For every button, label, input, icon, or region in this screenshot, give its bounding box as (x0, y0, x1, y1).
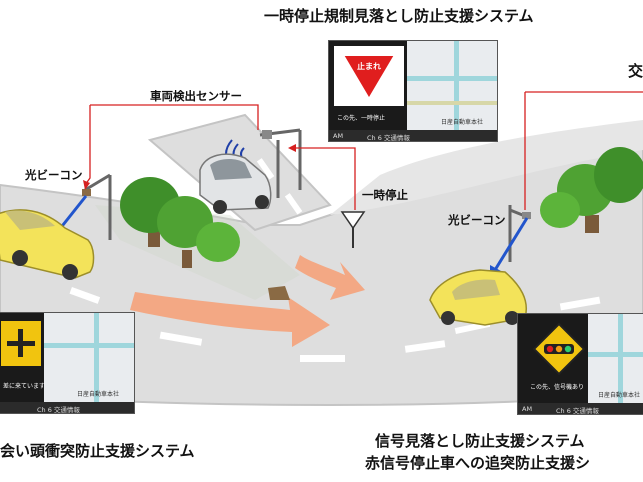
traffic-signal-warning-icon (532, 322, 586, 376)
nav-right-am: AM (522, 405, 533, 413)
nav-top-sign-text: 止まれ (357, 62, 381, 71)
beacon-device-left (82, 189, 91, 196)
nav-screen-left: 差に来ています 日産自動車本社 Ch 6 交通情報 (0, 312, 135, 414)
label-vehicle-sensor: 車両検出センサー (150, 89, 242, 103)
nav-left-ch: Ch 6 交通情報 (37, 406, 80, 414)
nav-right-map (588, 314, 643, 403)
nav-left-bar: Ch 6 交通情報 (0, 402, 134, 413)
nav-top-bar: AM Ch 6 交通情報 (329, 130, 497, 141)
beacon-pole-left (84, 173, 112, 240)
nav-right-bar: AM Ch 6 交通情報 (518, 403, 643, 414)
nav-right-place: 日産自動車本社 (598, 392, 641, 399)
title-bottom-right-1: 信号見落とし防止支援システム (375, 432, 585, 450)
label-beacon-left: 光ビーコン (25, 168, 83, 182)
nav-left-info: 差に来ています (3, 383, 46, 390)
nav-right-info: この先、信号機あり (530, 384, 585, 391)
nav-top-info: この先、一時停止 (337, 115, 386, 122)
pointer-arrowhead-sensor (288, 144, 296, 152)
nav-left-place: 日産自動車本社 (77, 391, 120, 398)
title-bottom-right-2: 赤信号停止車への追突防止支援シ (365, 454, 591, 472)
label-stop: 一時停止 (362, 188, 408, 202)
trees-left (120, 177, 290, 300)
nav-top-ch: Ch 6 交通情報 (367, 134, 410, 142)
title-bottom-left: 会い頭衝突防止支援システム (0, 442, 195, 460)
yellow-car-right (429, 269, 527, 326)
silver-car (199, 153, 272, 214)
flow-arrow-branch (295, 255, 365, 300)
label-beacon-right: 光ビーコン (448, 213, 506, 227)
flow-arrow-main (130, 292, 330, 347)
pointer-arrowhead-beacon-left (83, 180, 90, 190)
crossing-warning-icon (7, 329, 35, 357)
vehicle-sensor-device (262, 130, 272, 139)
road-branch-right (330, 120, 643, 215)
nav-screen-right: この先、信号機あり 日産自動車本社 AM Ch 6 交通情報 (517, 313, 643, 415)
stop-sign-icon (341, 54, 397, 101)
nav-right-ch: Ch 6 交通情報 (556, 407, 599, 415)
nav-map (407, 41, 497, 130)
stop-sign-post (340, 211, 366, 248)
title-top-right-partial: 交 (628, 62, 643, 80)
title-top: 一時停止規制見落とし防止支援システム (264, 7, 534, 25)
trees-right (540, 147, 643, 233)
nav-left-map (44, 313, 134, 402)
beacon-device-right (522, 212, 531, 219)
yellow-car-left (0, 209, 95, 280)
nav-top-place: 日産自動車本社 (441, 119, 484, 126)
nav-top-am: AM (333, 132, 344, 140)
nav-screen-top: 止まれ この先、一時停止 日産自動車本社 AM Ch 6 交通情報 (328, 40, 498, 142)
